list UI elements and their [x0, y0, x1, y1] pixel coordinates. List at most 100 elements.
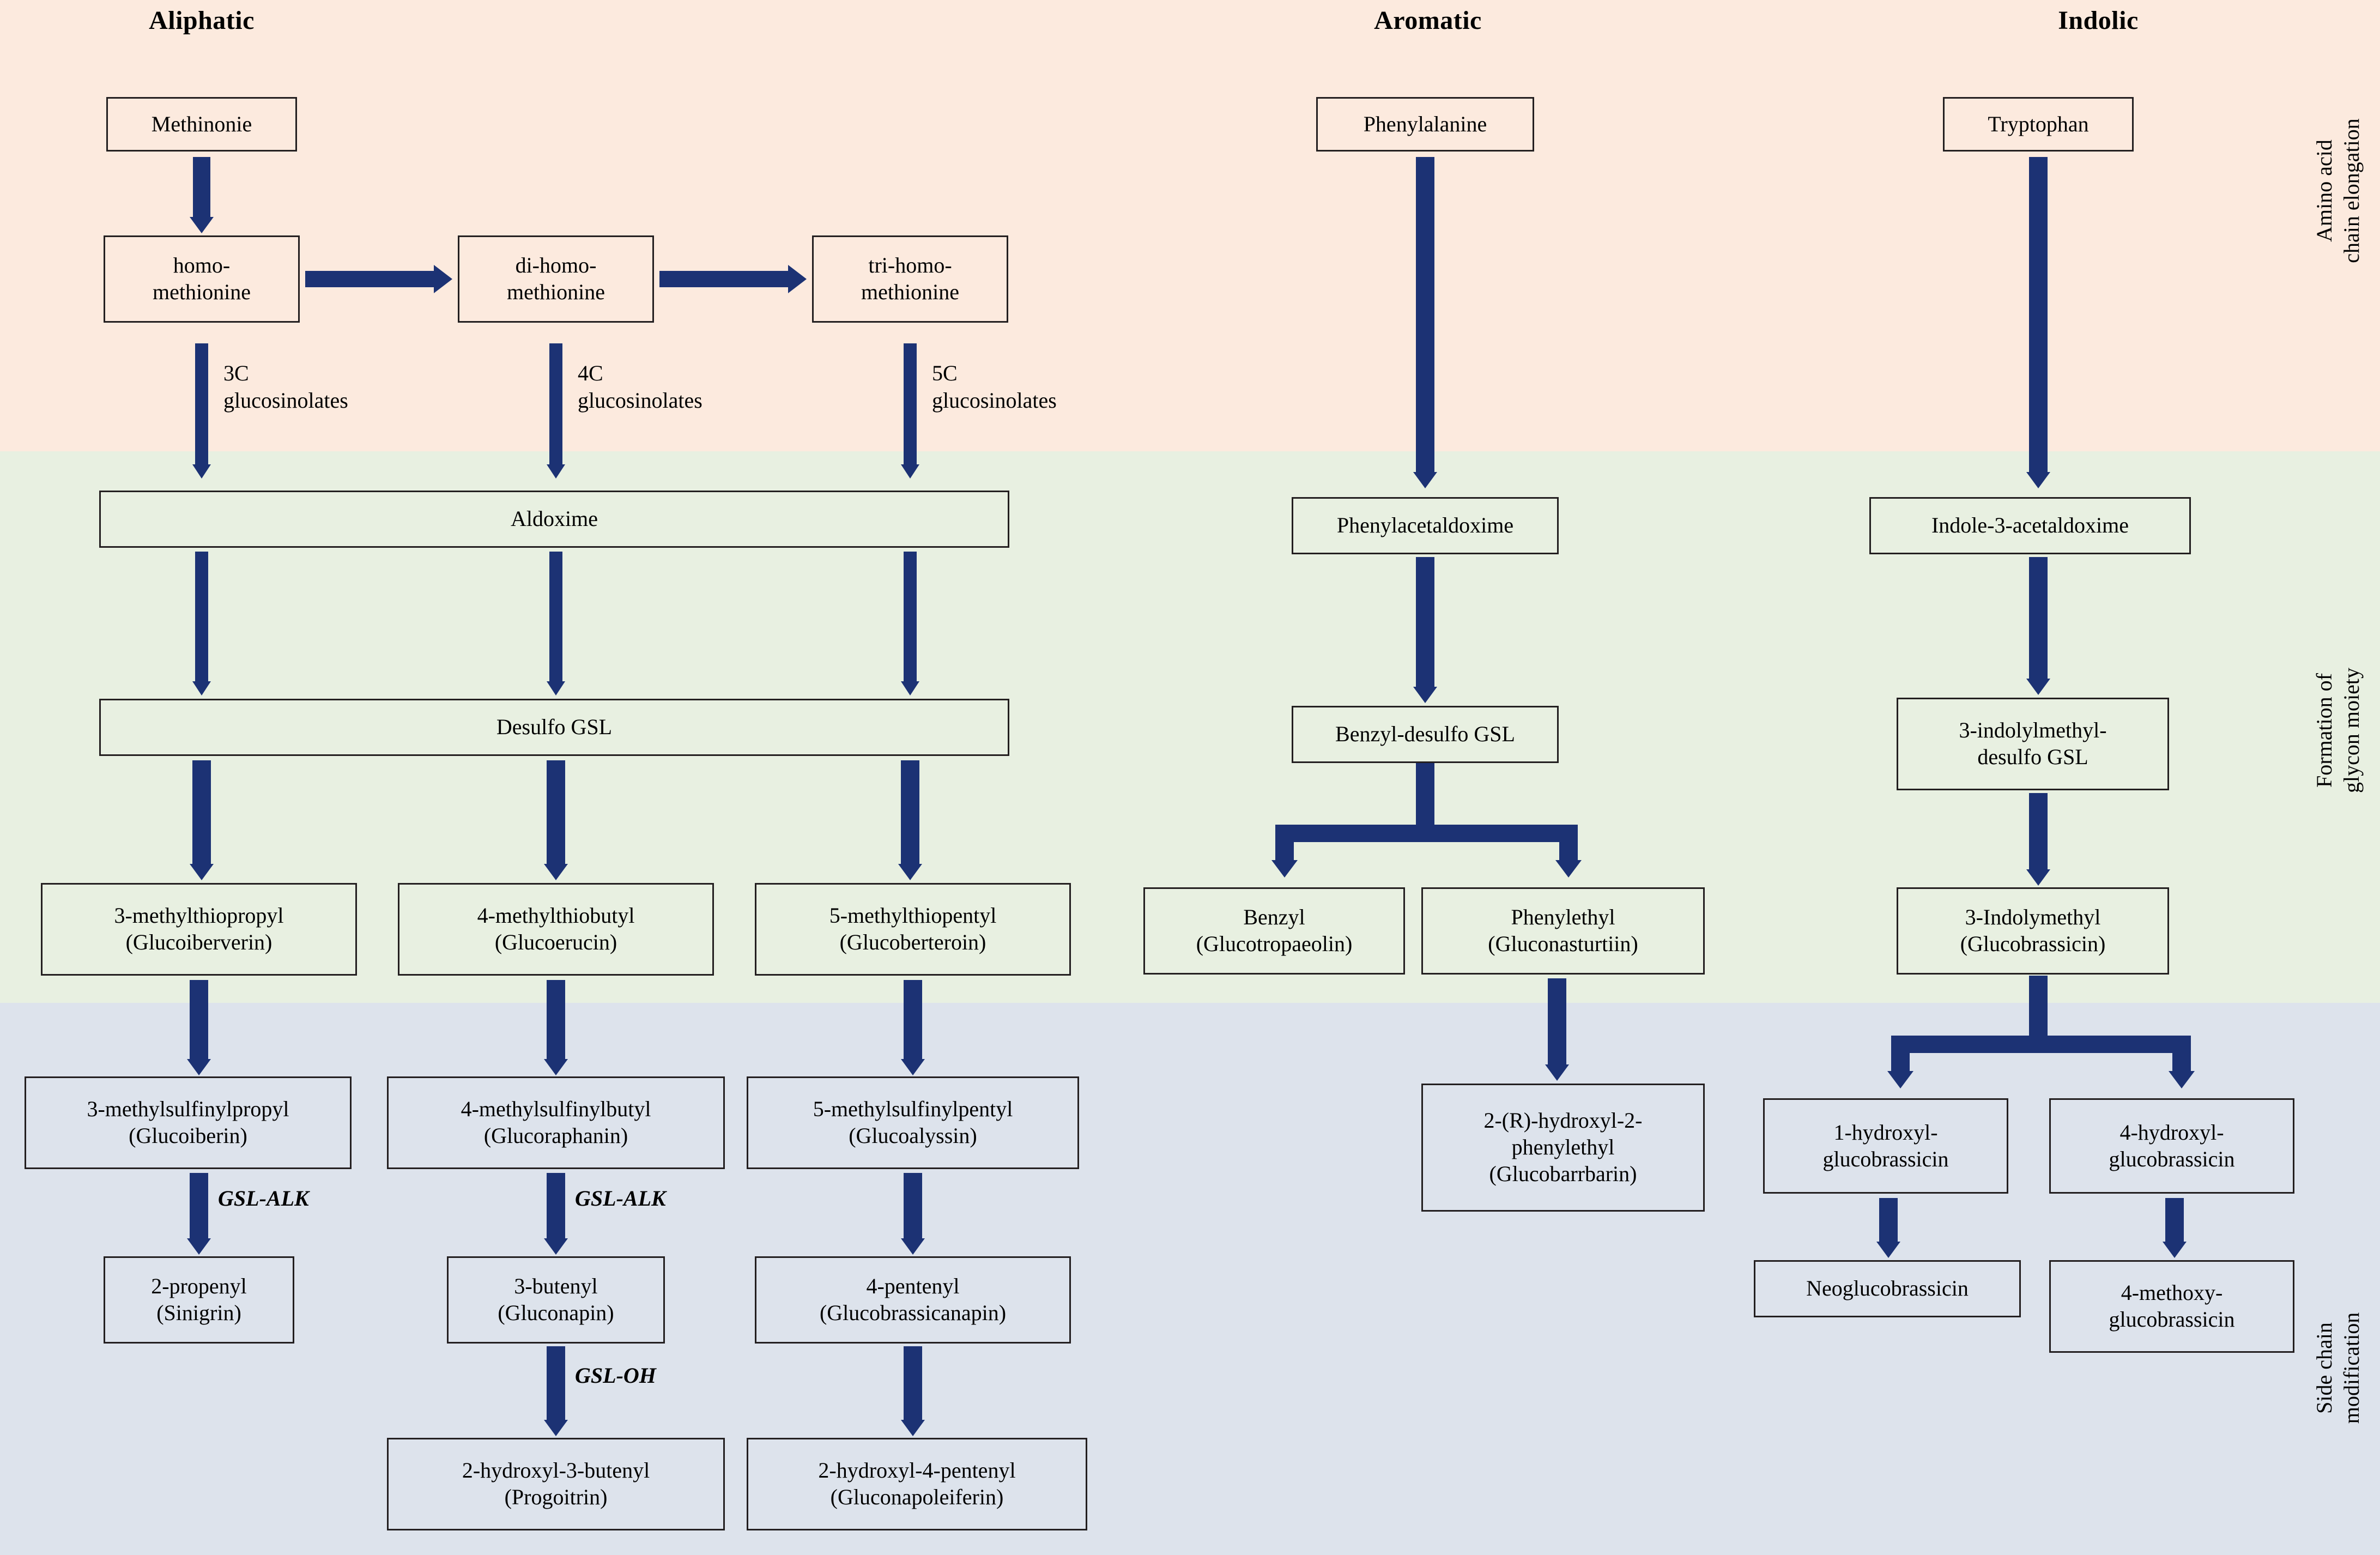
- node-tryptophan: Tryptophan: [1943, 97, 2134, 152]
- node-indole-3-acetaldoxime-line1: Indole-3-acetaldoxime: [1931, 513, 2129, 538]
- node-5-methylthiopentyl-line1: 5-methylthiopentyl: [829, 903, 997, 928]
- column-title-aliphatic: Aliphatic: [149, 6, 255, 35]
- node-4-methylsulfinylbutyl-line2: (Glucoraphanin): [483, 1123, 628, 1148]
- node-2-R-hydroxyl-2-phenylethyl-line3: (Glucobarrbarin): [1489, 1161, 1637, 1186]
- node-2-R-hydroxyl-2-phenylethyl: 2-(R)-hydroxyl-2- phenylethyl (Glucobarr…: [1421, 1084, 1705, 1212]
- node-3-methylsulfinylpropyl: 3-methylsulfinylpropyl (Glucoiberin): [25, 1076, 352, 1169]
- node-2-hydroxyl-3-butenyl-line2: (Progoitrin): [504, 1485, 608, 1509]
- node-2-propenyl-line1: 2-propenyl: [151, 1274, 247, 1299]
- node-benzyl-desulfo-gsl: Benzyl-desulfo GSL: [1292, 706, 1559, 763]
- node-4-hydroxyl-glucobrassicin-line2: glucobrassicin: [2109, 1146, 2235, 1171]
- arrow-gsl-alk-butyl: [534, 1173, 578, 1255]
- arrow-homomethionine-to-aldoxime: [185, 343, 218, 480]
- node-di-homo-methionine-line1: di-homo-: [515, 253, 597, 278]
- fork-benzyl-desulfo-split: [1147, 763, 1703, 880]
- stage-label-glycon-formation: Formation of glycon moiety: [2312, 668, 2364, 793]
- arrow-gsl-alk-propyl: [177, 1173, 221, 1255]
- node-1-hydroxyl-glucobrassicin: 1-hydroxyl- glucobrassicin: [1763, 1098, 2008, 1194]
- arrow-phenylethyl-to-hydroxyphenylethyl: [1533, 978, 1582, 1082]
- node-3-methylsulfinylpropyl-line1: 3-methylsulfinylpropyl: [87, 1097, 289, 1122]
- arrow-4-hydroxyl-to-4-methoxy: [2153, 1198, 2196, 1258]
- arrow-desulfo-to-3-methylthiopropyl: [180, 760, 223, 880]
- arrow-gsl-oh-butenyl: [534, 1346, 578, 1436]
- edge-label-3c-glucosinolates: 3C glucosinolates: [223, 361, 348, 413]
- arrow-homo-to-dihomo: [305, 263, 452, 295]
- node-3-indolylmethyl-line2: (Glucobrassicin): [1960, 931, 2106, 956]
- node-4-methoxy-glucobrassicin-line1: 4-methoxy-: [2121, 1280, 2223, 1305]
- arrow-tryptophan-to-indole-acetaldoxime: [2014, 157, 2063, 489]
- node-2-propenyl-line2: (Sinigrin): [156, 1300, 241, 1325]
- node-aldoxime: Aldoxime: [99, 491, 1009, 548]
- node-tri-homo-methionine-line1: tri-homo-: [868, 253, 952, 278]
- node-phenylalanine: Phenylalanine: [1316, 97, 1534, 152]
- node-desulfo-gsl: Desulfo GSL: [99, 699, 1009, 756]
- arrow-desulfo-to-5-methylthiopentyl: [888, 760, 932, 880]
- edge-label-5c-glucosinolates: 5C glucosinolates: [932, 361, 1057, 413]
- node-3-methylthiopropyl-line2: (Glucoiberverin): [125, 930, 272, 954]
- node-aldoxime-line1: Aldoxime: [511, 506, 598, 531]
- node-3-indolylmethyl: 3-Indolymethyl (Glucobrassicin): [1897, 887, 2169, 975]
- node-2-hydroxyl-4-pentenyl: 2-hydroxyl-4-pentenyl (Gluconapoleiferin…: [747, 1438, 1087, 1530]
- arrow-trihomomethionine-to-aldoxime: [894, 343, 926, 480]
- node-4-methylthiobutyl: 4-methylthiobutyl (Glucoerucin): [398, 883, 714, 976]
- node-4-methylthiobutyl-line2: (Glucoerucin): [494, 930, 617, 954]
- band-amino-acid-elongation: [0, 0, 2380, 451]
- node-3-methylthiopropyl-line1: 3-methylthiopropyl: [114, 903, 284, 928]
- node-4-hydroxyl-glucobrassicin-line1: 4-hydroxyl-: [2119, 1120, 2224, 1145]
- node-indole-3-acetaldoxime: Indole-3-acetaldoxime: [1869, 497, 2191, 554]
- node-di-homo-methionine: di-homo- methionine: [458, 235, 654, 323]
- node-phenylalanine-line1: Phenylalanine: [1363, 111, 1487, 136]
- arrow-methylsulfinylpentyl-to-pentenyl: [891, 1173, 935, 1255]
- edge-label-4c-glucosinolates: 4C glucosinolates: [578, 361, 703, 413]
- band-side-chain-modification: [0, 1003, 2380, 1555]
- node-di-homo-methionine-line2: methionine: [507, 280, 605, 304]
- node-3-butenyl-line1: 3-butenyl: [514, 1274, 598, 1299]
- node-4-pentenyl-line1: 4-pentenyl: [866, 1274, 960, 1299]
- arrow-methylthiopropyl-to-methylsulfinylpropyl: [177, 980, 221, 1075]
- node-methionine-line1: Methinonie: [151, 111, 252, 136]
- node-tri-homo-methionine: tri-homo- methionine: [812, 235, 1008, 323]
- node-benzyl-line2: (Glucotropaeolin): [1196, 931, 1353, 956]
- node-3-butenyl: 3-butenyl (Gluconapin): [447, 1256, 665, 1344]
- node-5-methylsulfinylpentyl-line1: 5-methylsulfinylpentyl: [813, 1097, 1013, 1122]
- stage-label-side-chain-modification: Side chain modification: [2312, 1312, 2364, 1424]
- node-desulfo-gsl-line1: Desulfo GSL: [496, 715, 613, 740]
- node-neoglucobrassicin-line1: Neoglucobrassicin: [1806, 1276, 1969, 1301]
- arrow-methylthiopentyl-to-methylsulfinylpentyl: [891, 980, 935, 1075]
- node-homo-methionine-line1: homo-: [173, 253, 231, 278]
- arrow-dihomomethionine-to-aldoxime: [540, 343, 572, 480]
- node-3-indolylmethyl-desulfo-gsl-line2: desulfo GSL: [1977, 745, 2088, 769]
- node-1-hydroxyl-glucobrassicin-line1: 1-hydroxyl-: [1833, 1120, 1938, 1145]
- node-3-butenyl-line2: (Gluconapin): [498, 1300, 614, 1325]
- arrow-pentenyl-to-hydroxypentenyl: [891, 1346, 935, 1436]
- node-phenylethyl-line2: (Gluconasturtiin): [1488, 931, 1638, 956]
- node-neoglucobrassicin: Neoglucobrassicin: [1754, 1260, 2021, 1317]
- arrow-aldoxime-to-desulfo-3: [894, 552, 926, 696]
- node-homo-methionine-line2: methionine: [153, 280, 251, 304]
- node-2-hydroxyl-3-butenyl: 2-hydroxyl-3-butenyl (Progoitrin): [387, 1438, 725, 1530]
- node-2-hydroxyl-4-pentenyl-line2: (Gluconapoleiferin): [830, 1485, 1004, 1509]
- node-homo-methionine: homo- methionine: [104, 235, 300, 323]
- arrow-phenylacetaldoxime-to-benzyl-desulfo: [1401, 557, 1450, 704]
- stage-label-amino-acid-elongation: Amino acid chain elongation: [2312, 118, 2364, 263]
- node-1-hydroxyl-glucobrassicin-line2: glucobrassicin: [1822, 1146, 1949, 1171]
- column-title-indolic: Indolic: [2058, 6, 2139, 35]
- node-4-methylsulfinylbutyl: 4-methylsulfinylbutyl (Glucoraphanin): [387, 1076, 725, 1169]
- fork-indolylmethyl-split: [1760, 976, 2316, 1093]
- arrow-aldoxime-to-desulfo-1: [185, 552, 218, 696]
- arrow-dihomo-to-trihomo: [659, 263, 807, 295]
- node-tryptophan-line1: Tryptophan: [1988, 111, 2089, 136]
- node-benzyl: Benzyl (Glucotropaeolin): [1143, 887, 1405, 975]
- node-3-indolylmethyl-desulfo-gsl: 3-indolylmethyl- desulfo GSL: [1897, 698, 2169, 790]
- node-5-methylsulfinylpentyl-line2: (Glucoalyssin): [849, 1123, 977, 1148]
- node-2-R-hydroxyl-2-phenylethyl-line2: phenylethyl: [1511, 1135, 1615, 1160]
- node-3-methylsulfinylpropyl-line2: (Glucoiberin): [129, 1123, 247, 1148]
- node-5-methylthiopentyl: 5-methylthiopentyl (Glucoberteroin): [755, 883, 1071, 976]
- node-benzyl-line1: Benzyl: [1243, 905, 1305, 930]
- node-3-indolylmethyl-line1: 3-Indolymethyl: [1965, 905, 2101, 930]
- node-2-hydroxyl-4-pentenyl-line1: 2-hydroxyl-4-pentenyl: [818, 1458, 1016, 1483]
- node-phenylacetaldoxime-line1: Phenylacetaldoxime: [1336, 513, 1514, 538]
- node-4-pentenyl: 4-pentenyl (Glucobrassicanapin): [755, 1256, 1071, 1344]
- node-phenylethyl: Phenylethyl (Gluconasturtiin): [1421, 887, 1705, 975]
- enzyme-label-gsl-alk-2: GSL-ALK: [575, 1186, 666, 1211]
